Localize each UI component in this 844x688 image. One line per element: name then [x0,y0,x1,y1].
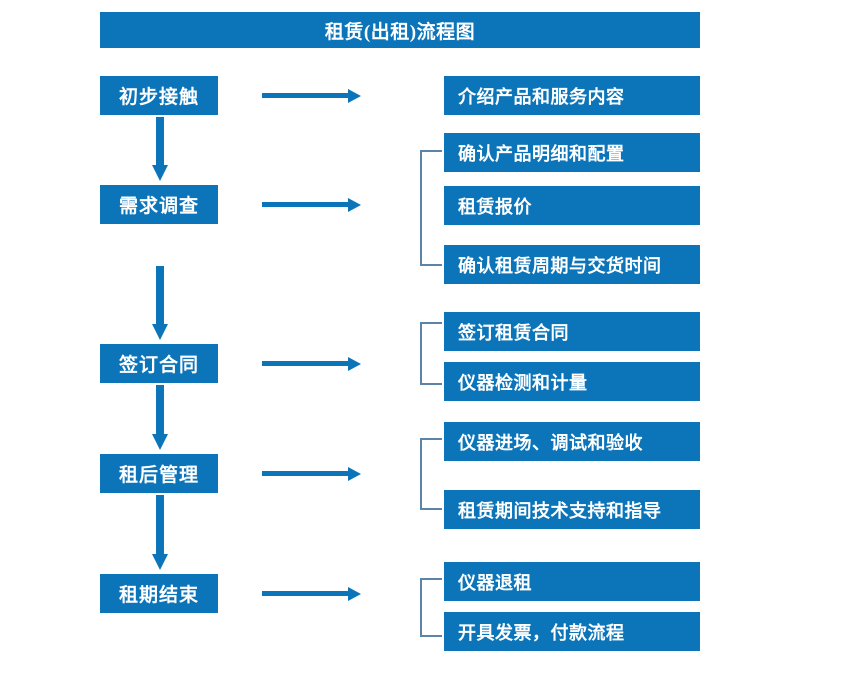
horizontal-arrow-1 [262,89,361,103]
horizontal-arrow-5 [262,587,361,601]
detail-box-8[interactable]: 租赁期间技术支持和指导 [444,490,700,529]
vertical-arrow-4 [152,495,168,570]
vertical-arrow-1 [152,117,168,181]
detail-box-5[interactable]: 签订租赁合同 [444,312,700,351]
stage-box-1[interactable]: 初步接触 [100,76,218,115]
detail-box-9[interactable]: 仪器退租 [444,562,700,601]
stage-box-2[interactable]: 需求调查 [100,185,218,224]
group-bracket-3 [420,438,442,510]
page-title: 租赁(出租)流程图 [100,12,700,48]
horizontal-arrow-3 [262,357,361,371]
stage-box-5[interactable]: 租期结束 [100,574,218,613]
group-bracket-4 [420,578,442,637]
vertical-arrow-3 [152,385,168,450]
detail-box-2[interactable]: 确认产品明细和配置 [444,133,700,172]
detail-box-1[interactable]: 介绍产品和服务内容 [444,76,700,115]
vertical-arrow-2 [152,266,168,340]
stage-box-4[interactable]: 租后管理 [100,454,218,493]
detail-box-4[interactable]: 确认租赁周期与交货时间 [444,245,700,284]
stage-box-3[interactable]: 签订合同 [100,344,218,383]
detail-box-7[interactable]: 仪器进场、调试和验收 [444,422,700,461]
horizontal-arrow-4 [262,467,361,481]
horizontal-arrow-2 [262,198,361,212]
detail-box-6[interactable]: 仪器检测和计量 [444,362,700,401]
detail-box-3[interactable]: 租赁报价 [444,186,700,225]
group-bracket-1 [420,150,442,266]
detail-box-10[interactable]: 开具发票，付款流程 [444,612,700,651]
group-bracket-2 [420,322,442,385]
